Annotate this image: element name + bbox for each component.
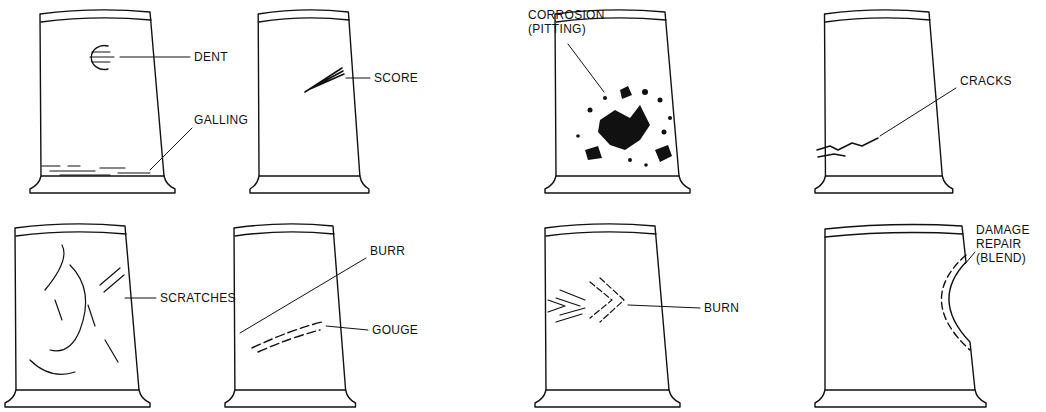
dent-mark xyxy=(90,46,190,70)
damage-label: BURN xyxy=(704,301,764,315)
blend-repair xyxy=(941,252,975,350)
leader-line xyxy=(568,44,604,92)
damage-label: BURR xyxy=(370,244,430,258)
damage-label: GOUGE xyxy=(372,323,432,337)
corrosion-pits xyxy=(576,86,672,167)
galling-mark xyxy=(42,128,192,175)
damage-label: SCRATCHES xyxy=(160,291,250,305)
turbine-blade xyxy=(5,10,986,407)
burn-mark xyxy=(548,278,700,322)
scratch-marks xyxy=(30,245,156,374)
crack-mark xyxy=(817,88,956,157)
damage-label: SCORE xyxy=(374,71,434,85)
damage-label: CRACKS xyxy=(960,74,1030,88)
damage-label: CORROSION (PITTING) xyxy=(528,8,618,36)
damage-label: DENT xyxy=(194,50,254,64)
burr-gouge-marks xyxy=(240,258,368,352)
damage-label: GALLING xyxy=(194,113,264,127)
score-mark xyxy=(305,68,370,92)
damage-label: DAMAGE REPAIR (BLEND) xyxy=(976,223,1042,265)
